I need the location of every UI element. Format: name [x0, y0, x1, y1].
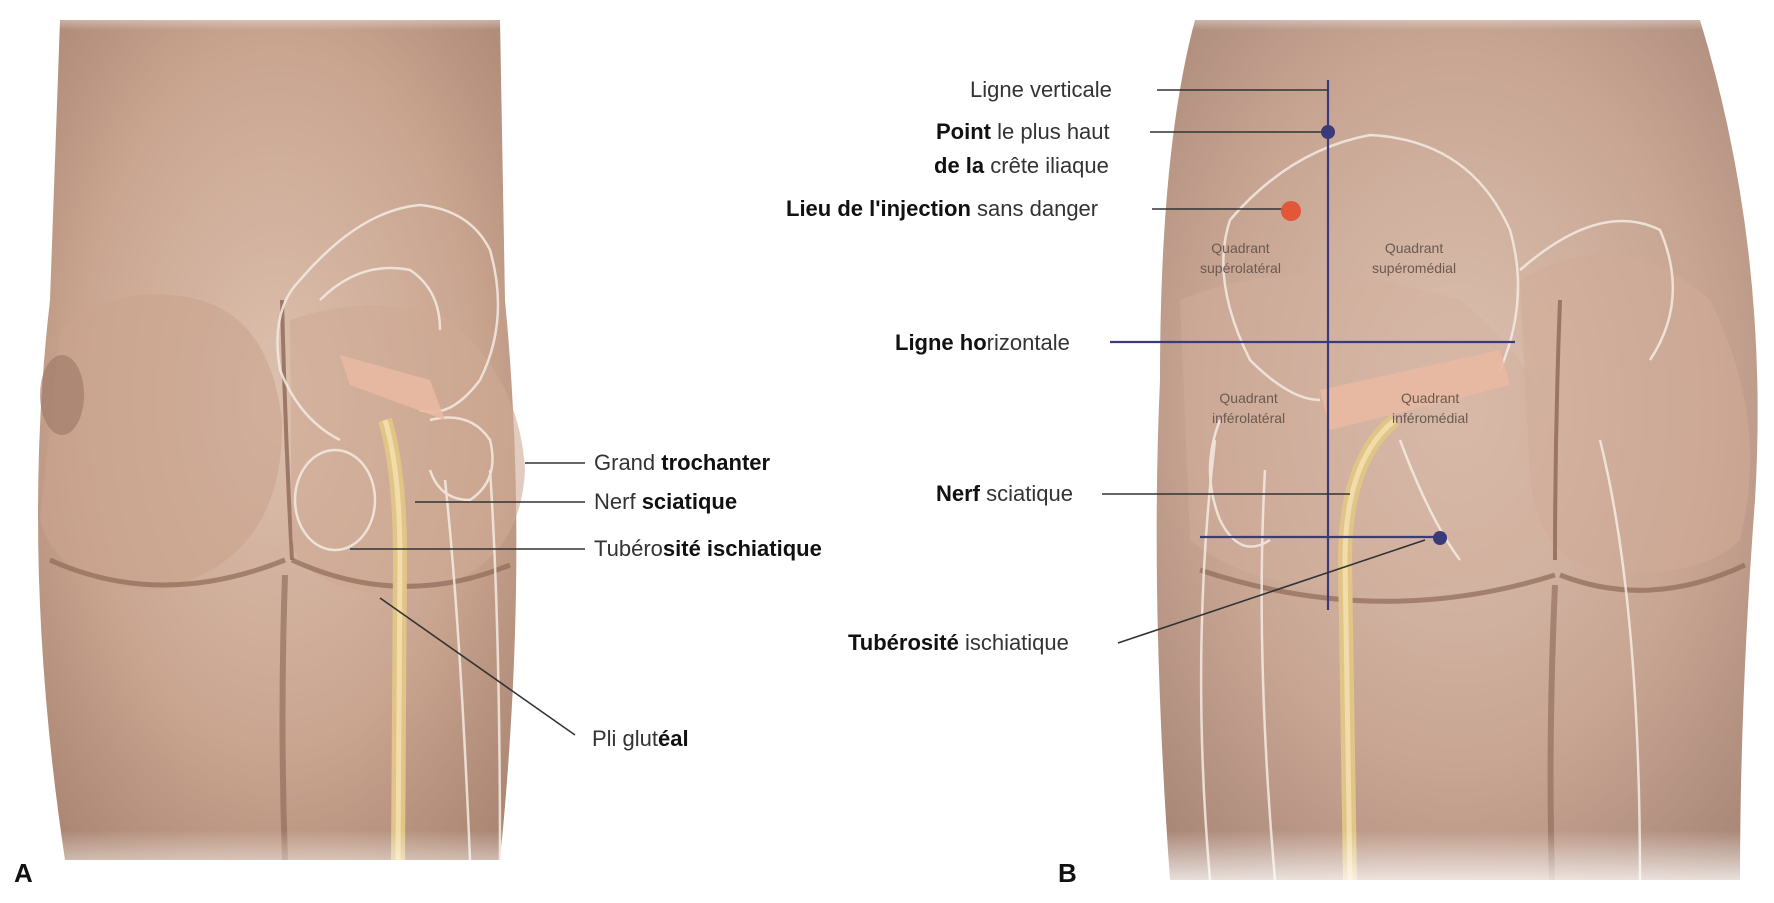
label-part: Tubérosité — [848, 630, 959, 655]
label-tuberosite-b: Tubérosité ischiatique — [848, 630, 1069, 656]
label-part: Point — [936, 119, 991, 144]
label-part: éal — [658, 726, 689, 751]
label-part: ischiatique — [959, 630, 1069, 655]
quadrant-title: Quadrant — [1200, 238, 1281, 258]
panel-letter-a: A — [14, 858, 33, 889]
panel-b-body — [1157, 20, 1758, 880]
iliac-crest-point — [1321, 125, 1335, 139]
quadrant-name: supéromédial — [1372, 258, 1456, 278]
label-part: Ligne verticale — [970, 77, 1112, 102]
label-grand-trochanter: Grand trochanter — [594, 450, 770, 476]
panel-letter-b: B — [1058, 858, 1077, 889]
quadrant-name: inféromédial — [1392, 408, 1468, 428]
label-nerf-sciatique-b: Nerf sciatique — [936, 481, 1073, 507]
label-part: sciatique — [980, 481, 1073, 506]
label-part: Grand — [594, 450, 661, 475]
label-part: Pli glut — [592, 726, 658, 751]
label-part: Lieu de l'injection — [786, 196, 971, 221]
label-part: sans danger — [971, 196, 1098, 221]
label-nerf-sciatique-a: Nerf sciatique — [594, 489, 737, 515]
label-ligne-horizontale: Ligne horizontale — [895, 330, 1070, 356]
label-part: Tubéro — [594, 536, 663, 561]
ischial-tuberosity-point — [1433, 531, 1447, 545]
label-part: trochanter — [661, 450, 770, 475]
quadrant-title: Quadrant — [1212, 388, 1285, 408]
label-lieu-injection: Lieu de l'injection sans danger — [786, 196, 1098, 222]
label-part: Ligne ho — [895, 330, 987, 355]
quadrant-name: inférolatéral — [1212, 408, 1285, 428]
label-part: rizontale — [987, 330, 1070, 355]
panel-a-body — [38, 20, 525, 860]
label-part: Nerf — [936, 481, 980, 506]
quadrant-title: Quadrant — [1392, 388, 1468, 408]
injection-site-dot — [1281, 201, 1301, 221]
label-part: sité ischiatique — [663, 536, 822, 561]
label-point-haut-2: de la crête iliaque — [934, 153, 1109, 179]
label-tuberosite-a: Tubérosité ischiatique — [594, 536, 822, 562]
quadrant-name: supérolatéral — [1200, 258, 1281, 278]
label-part: Nerf — [594, 489, 642, 514]
label-point-haut-1: Point le plus haut — [936, 119, 1110, 145]
label-part: crête iliaque — [984, 153, 1109, 178]
label-pli-gluteal: Pli glutéal — [592, 726, 689, 752]
label-part: de la — [934, 153, 984, 178]
quadrant-title: Quadrant — [1372, 238, 1456, 258]
label-part: le plus haut — [991, 119, 1110, 144]
label-ligne-verticale: Ligne verticale — [970, 77, 1112, 103]
label-part: sciatique — [642, 489, 737, 514]
